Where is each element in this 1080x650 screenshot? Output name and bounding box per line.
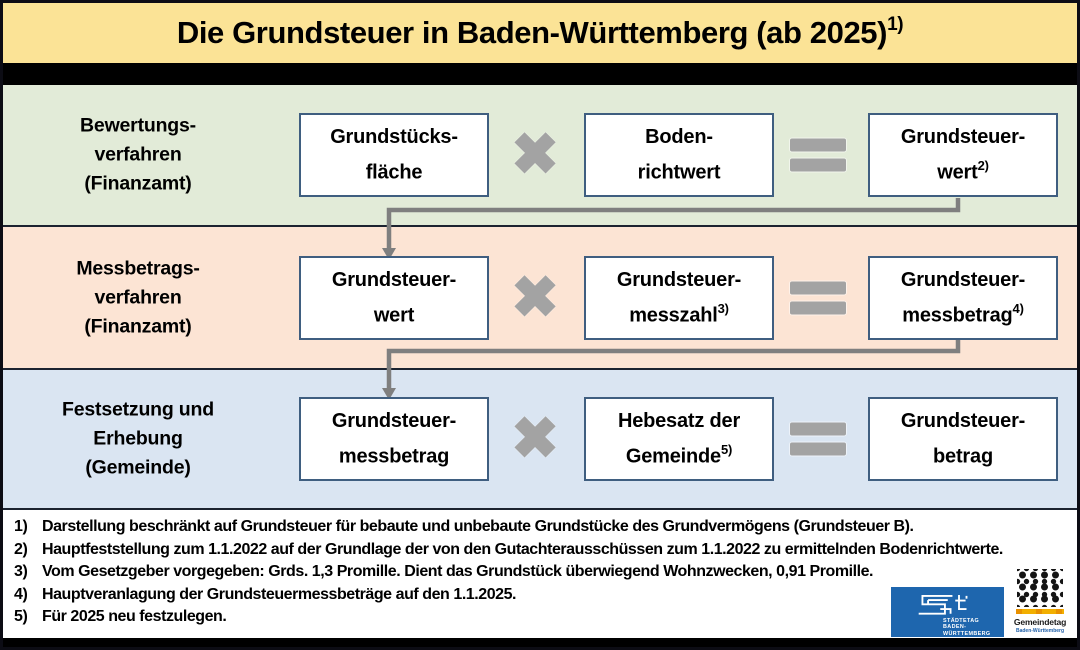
footnote-number: 5) (14, 608, 28, 626)
equals-icon (769, 281, 867, 314)
row-bewertungsverfahren: Bewertungs- verfahren (Finanzamt) Grunds… (3, 85, 1077, 225)
box-text-line: Gemeinde5) (626, 436, 732, 472)
staedtetag-name: STÄDTETAG (943, 617, 980, 624)
box-text: betrag (933, 445, 993, 468)
box-grundsteuermessbetrag-result: Grundsteuer- messbetrag4) (868, 255, 1058, 340)
page-title: Die Grundsteuer in Baden-Württemberg (ab… (176, 13, 904, 51)
equals-bar (790, 301, 846, 314)
footnote-text: Hauptfeststellung zum 1.1.2022 auf der G… (42, 540, 1003, 558)
footnote-text: Für 2025 neu festzulegen. (42, 608, 227, 626)
multiply-icon: ✖ (510, 406, 560, 471)
equals-bar (790, 442, 846, 456)
box-text: fläche (365, 161, 423, 184)
bottom-bar (3, 638, 1077, 647)
footnote-text: Hauptveranlagung der Grundsteuermessbetr… (42, 585, 517, 603)
footnote-3: 3) Vom Gesetzgeber vorgegeben: Grds. 1,3… (3, 561, 1077, 584)
staedtetag-logo: STÄDTETAG BADEN-WÜRTTEMBERG (891, 587, 1004, 637)
equals-bar (790, 138, 846, 152)
box-text-line: Grundsteuer- (900, 126, 1026, 149)
title-divider-bar (3, 63, 1077, 85)
box-text-line: messzahl3) (629, 295, 729, 331)
row-label-line: (Gemeinde) (85, 456, 191, 479)
footnotes-section: 1) Darstellung beschränkt auf Grundsteue… (3, 508, 1077, 642)
footnote-2: 2) Hauptfeststellung zum 1.1.2022 auf de… (3, 539, 1077, 562)
footnote-1: 1) Darstellung beschränkt auf Grundsteue… (3, 516, 1077, 539)
gemeindetag-yellow-bar (1016, 609, 1064, 614)
box-grundsteuerbetrag-result: Grundsteuer- betrag (868, 397, 1058, 481)
box-text: Gemeinde (625, 445, 721, 468)
footnote-text: Darstellung beschränkt auf Grundsteuer f… (42, 518, 914, 535)
equals-icon (769, 138, 867, 172)
box-footnote-marker: 2) (977, 158, 989, 174)
box-text-line: Boden- (645, 126, 713, 149)
box-text-line: Grundsteuer- (616, 268, 742, 291)
box-text-line: Grundsteuer- (331, 268, 457, 291)
row-label-line: verfahren (94, 286, 182, 308)
box-footnote-marker: 4) (1012, 300, 1024, 316)
footnote-4: 4) Hauptveranlagung der Grundsteuermessb… (3, 584, 1077, 607)
box-grundsteuermesszahl: Grundsteuer- messzahl3) (584, 255, 774, 340)
footnote-number: 2) (14, 540, 28, 558)
row-label-messbetragsverfahren: Messbetrags- verfahren (Finanzamt) (25, 254, 251, 341)
multiply-icon: ✖ (510, 122, 560, 187)
box-text-line: Grundsteuer- (331, 410, 457, 433)
row-label-festsetzung-erhebung: Festsetzung und Erhebung (Gemeinde) (25, 396, 251, 483)
box-text-line: Hebesatz der (617, 410, 741, 433)
box-grundstuecksflaeche: Grundstücks- fläche (299, 113, 489, 197)
footnote-text: Vom Gesetzgeber vorgegeben: Grds. 1,3 Pr… (42, 563, 874, 581)
box-grundsteuermessbetrag-input: Grundsteuer- messbetrag (299, 397, 489, 481)
equals-bar (790, 281, 846, 294)
footnote-number: 3) (14, 563, 28, 581)
staedtetag-logo-text: STÄDTETAG BADEN-WÜRTTEMBERG (943, 618, 1004, 638)
equals-bar (790, 158, 846, 172)
gemeindetag-name: Gemeindetag (1013, 617, 1067, 627)
box-text: messbetrag (338, 445, 450, 468)
box-hebesatz: Hebesatz der Gemeinde5) (584, 397, 774, 481)
box-text: messbetrag (902, 304, 1013, 327)
box-text-line: messbetrag (339, 436, 449, 472)
box-text-line: Grundstücks- (330, 126, 458, 149)
equals-bar (790, 422, 846, 436)
gemeindetag-pattern-icon (1017, 569, 1063, 607)
footnote-5: 5) Für 2025 neu festzulegen. (3, 606, 1077, 629)
box-text-line: richtwert (638, 152, 721, 188)
row-label-bewertungsverfahren: Bewertungs- verfahren (Finanzamt) (25, 112, 251, 199)
box-footnote-marker: 5) (720, 442, 733, 458)
box-footnote-marker: 3) (717, 300, 729, 316)
box-text: messzahl (629, 304, 718, 327)
box-text-line: messbetrag4) (902, 295, 1024, 331)
row-label-line: (Finanzamt) (84, 172, 192, 195)
box-grundsteuerwert-input: Grundsteuer- wert (299, 255, 489, 340)
staedtetag-region: BADEN-WÜRTTEMBERG (943, 624, 991, 637)
gemeindetag-logo: Gemeindetag Baden-Württemberg (1012, 567, 1068, 637)
box-grundsteuerwert-result: Grundsteuer- wert2) (868, 113, 1058, 197)
row-label-line: Erhebung (93, 427, 183, 450)
footnote-number: 4) (14, 585, 28, 603)
row-label-line: Festsetzung und (62, 398, 214, 421)
staedtetag-monogram-icon (918, 594, 968, 615)
box-text: richtwert (637, 161, 721, 184)
page-title-text: Die Grundsteuer in Baden-Württemberg (ab… (176, 15, 888, 50)
row-label-line: verfahren (94, 143, 182, 166)
box-text-line: fläche (366, 152, 423, 188)
footnote-number: 1) (14, 518, 28, 535)
box-text: wert (937, 161, 978, 184)
equals-icon (769, 422, 867, 456)
page-title-footnote-marker: 1) (887, 13, 904, 35)
box-text-line: Grundsteuer- (900, 268, 1026, 291)
multiply-icon: ✖ (510, 264, 560, 330)
title-bar: Die Grundsteuer in Baden-Württemberg (ab… (3, 3, 1077, 63)
row-label-line: Bewertungs- (80, 114, 196, 137)
box-bodenrichtwert: Boden- richtwert (584, 113, 774, 197)
row-label-line: (Finanzamt) (84, 315, 192, 337)
row-messbetragsverfahren: Messbetrags- verfahren (Finanzamt) Grund… (3, 225, 1077, 368)
box-text-line: wert (373, 295, 415, 331)
row-label-line: Messbetrags- (76, 257, 200, 279)
row-festsetzung-erhebung: Festsetzung und Erhebung (Gemeinde) Grun… (3, 368, 1077, 508)
box-text-line: wert2) (937, 152, 989, 188)
box-text: wert (373, 304, 415, 327)
box-text-line: betrag (933, 436, 993, 472)
box-text-line: Grundsteuer- (900, 410, 1026, 433)
gemeindetag-region: Baden-Württemberg (1015, 628, 1065, 634)
